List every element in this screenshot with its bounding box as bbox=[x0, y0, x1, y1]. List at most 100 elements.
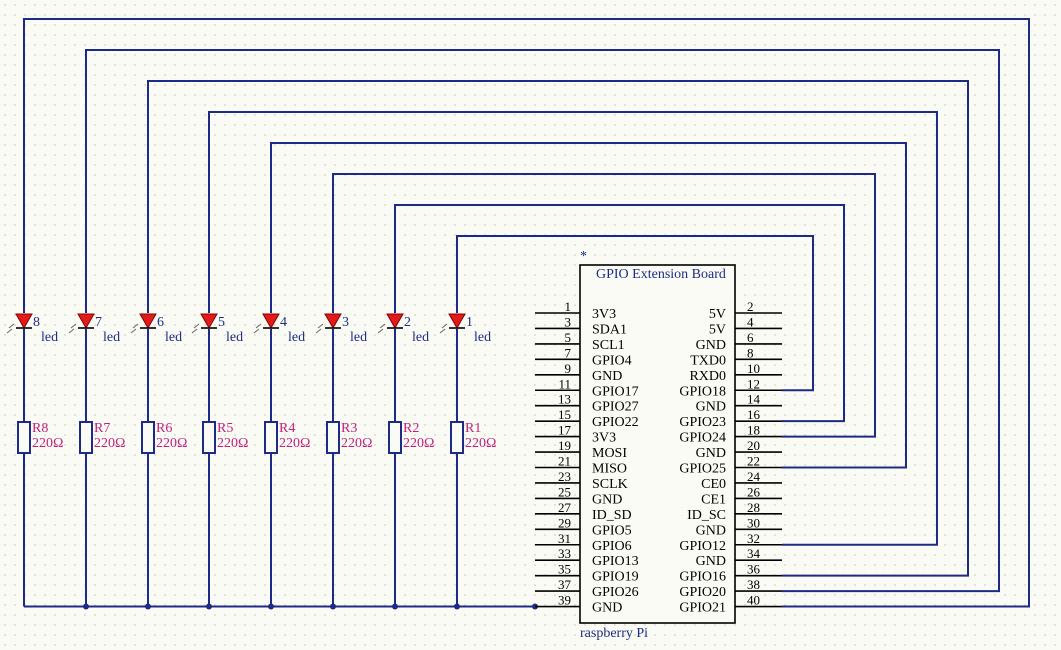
board-title: GPIO Extension Board bbox=[596, 267, 726, 282]
led-icon bbox=[262, 313, 280, 330]
resistor-icon bbox=[264, 421, 278, 454]
led-designator: 4 bbox=[280, 315, 287, 330]
resistor-icon bbox=[388, 421, 402, 454]
right-pin-name: GND bbox=[696, 446, 726, 461]
led-icon bbox=[386, 313, 404, 330]
right-pin-name: GPIO12 bbox=[679, 539, 726, 554]
left-pin-name: GPIO4 bbox=[592, 353, 632, 368]
led-designator: 5 bbox=[218, 315, 225, 330]
resistor-designator: R7 bbox=[94, 421, 110, 436]
emission-arrows-icon bbox=[191, 323, 200, 334]
resistor-value: 220Ω bbox=[465, 436, 496, 451]
emission-arrows-icon bbox=[130, 323, 139, 334]
board-outline bbox=[579, 264, 736, 624]
signal-wire bbox=[85, 49, 1000, 593]
left-pin-number: 9 bbox=[565, 361, 572, 376]
left-pin-name: SCL1 bbox=[592, 338, 625, 353]
left-pin-name: 3V3 bbox=[592, 431, 616, 446]
right-pin-name: CE0 bbox=[701, 477, 726, 492]
resistor-icon bbox=[450, 421, 464, 454]
left-pin-number: 13 bbox=[558, 392, 571, 407]
components: 8ledR8220Ω7ledR7220Ω6ledR6220Ω5ledR5220Ω… bbox=[6, 313, 496, 454]
left-pin-number: 25 bbox=[558, 484, 571, 499]
right-pin-name: 5V bbox=[709, 322, 726, 337]
right-pin-name: ID_SC bbox=[687, 508, 726, 523]
right-pin-name: GND bbox=[696, 400, 726, 415]
left-pin-name: SDA1 bbox=[592, 322, 627, 337]
signal-wire bbox=[208, 111, 938, 546]
board-subtitle: raspberry Pi bbox=[580, 626, 648, 641]
board-marker: * bbox=[580, 249, 587, 264]
resistor-designator: R2 bbox=[403, 421, 419, 436]
left-pin-number: 31 bbox=[558, 531, 571, 546]
gpio-extension-board: * GPIO Extension Board raspberry Pi 1 3V3… bbox=[535, 249, 782, 641]
resistor-icon bbox=[326, 421, 340, 454]
right-pin-number: 8 bbox=[747, 345, 754, 360]
left-pin-number: 33 bbox=[558, 546, 571, 561]
left-pin-name: GPIO17 bbox=[592, 384, 639, 399]
left-pin-number: 27 bbox=[558, 500, 572, 515]
emission-arrows-icon bbox=[68, 323, 77, 334]
board-pins: 13V33SDA15SCL17GPIO49GND11GPIO1713GPIO27… bbox=[535, 299, 782, 616]
left-pin-number: 15 bbox=[558, 407, 571, 422]
left-pin-number: 39 bbox=[558, 593, 571, 608]
right-pin-name: GND bbox=[696, 554, 726, 569]
right-pin-number: 24 bbox=[747, 469, 761, 484]
led-icon bbox=[324, 313, 342, 330]
led-icon bbox=[139, 313, 157, 330]
resistor-value: 220Ω bbox=[341, 436, 372, 451]
led-designator: 7 bbox=[95, 315, 102, 330]
right-pin-name: GND bbox=[696, 338, 726, 353]
resistor-designator: R8 bbox=[32, 421, 48, 436]
left-pin-name: GPIO13 bbox=[592, 554, 639, 569]
led-type-label: led bbox=[412, 330, 429, 345]
emission-arrows-icon bbox=[315, 323, 324, 334]
signal-wire bbox=[332, 173, 876, 438]
right-pin-name: GPIO20 bbox=[679, 585, 726, 600]
right-pin-number: 28 bbox=[747, 500, 760, 515]
right-pin-number: 22 bbox=[747, 454, 760, 469]
resistor-designator: R1 bbox=[465, 421, 481, 436]
wires bbox=[23, 18, 1030, 610]
resistor-value: 220Ω bbox=[94, 436, 125, 451]
right-pin-name: CE1 bbox=[701, 492, 726, 507]
left-pin-number: 7 bbox=[565, 345, 572, 360]
emission-arrows-icon bbox=[439, 323, 448, 334]
right-pin-number: 12 bbox=[747, 376, 760, 391]
led-icon bbox=[448, 313, 466, 330]
resistor-value: 220Ω bbox=[156, 436, 187, 451]
right-pin-number: 20 bbox=[747, 438, 760, 453]
right-pin-number: 32 bbox=[747, 531, 760, 546]
right-pin-number: 40 bbox=[747, 593, 760, 608]
left-pin-number: 17 bbox=[558, 423, 572, 438]
resistor-value: 220Ω bbox=[217, 436, 248, 451]
signal-wire bbox=[270, 142, 907, 469]
led-type-label: led bbox=[41, 330, 58, 345]
right-pin-name: 5V bbox=[709, 307, 726, 322]
signal-wire bbox=[147, 80, 969, 577]
left-pin-number: 3 bbox=[565, 314, 572, 329]
left-pin-number: 1 bbox=[565, 299, 572, 314]
resistor-value: 220Ω bbox=[403, 436, 434, 451]
led-icon bbox=[200, 313, 218, 330]
led-type-label: led bbox=[474, 330, 491, 345]
right-pin-name: GPIO24 bbox=[679, 431, 726, 446]
resistor-value: 220Ω bbox=[32, 436, 63, 451]
led-designator: 1 bbox=[466, 315, 473, 330]
right-pin-number: 4 bbox=[747, 314, 754, 329]
left-pin-name: SCLK bbox=[592, 477, 628, 492]
signal-wire bbox=[456, 235, 814, 392]
led-designator: 3 bbox=[342, 315, 349, 330]
led-type-label: led bbox=[103, 330, 120, 345]
right-pin-number: 14 bbox=[747, 392, 761, 407]
led-icon bbox=[15, 313, 33, 330]
led-type-label: led bbox=[288, 330, 305, 345]
left-pin-name: GPIO19 bbox=[592, 570, 639, 585]
